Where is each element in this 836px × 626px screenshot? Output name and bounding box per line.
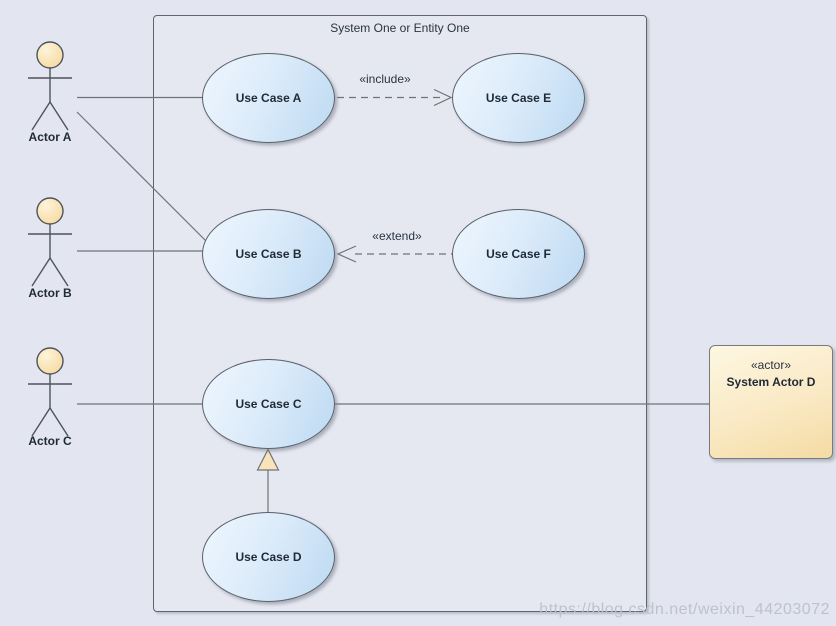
actor-a-leg-icon [31,101,51,131]
actor-a-label: Actor A [28,130,72,144]
actor-c-leg-icon [31,407,51,437]
use-case-b-label: Use Case B [235,247,302,261]
actor-c-figure[interactable] [28,347,72,437]
actor-b-label: Actor B [28,286,72,300]
generalization-use-case-d-use-case-c[interactable] [256,448,280,515]
actor-c-head-icon [36,347,64,375]
system-actor-d-label: System Actor D [726,375,816,389]
system-actor-d-node[interactable]: «actor» System Actor D [709,345,833,459]
extend-arrowhead-icon [336,245,357,263]
use-case-d-label: Use Case D [235,550,302,564]
use-case-d-node[interactable]: Use Case D [202,512,335,602]
actor-a-figure[interactable] [28,41,72,131]
generalization-triangle-icon [256,448,280,471]
system-boundary-title: System One or Entity One [330,21,470,35]
use-case-b-node[interactable]: Use Case B [202,209,335,299]
actor-b-figure[interactable] [28,197,72,287]
actor-a-head-icon [36,41,64,69]
use-case-f-node[interactable]: Use Case F [452,209,585,299]
watermark-url: https://blog.csdn.net/weixin_44203072 [539,601,830,618]
use-case-a-node[interactable]: Use Case A [202,53,335,143]
actor-b-leg-icon [31,257,51,287]
include-stereotype-label: «include» [359,72,411,86]
use-case-c-label: Use Case C [235,397,302,411]
actor-c-leg-icon [49,407,69,437]
use-case-e-node[interactable]: Use Case E [452,53,585,143]
include-arrowhead-icon [433,88,453,107]
extend-dependency-arrow[interactable] [336,245,452,263]
actor-c-label: Actor C [28,434,72,448]
use-case-a-label: Use Case A [235,91,302,105]
actor-b-head-icon [36,197,64,225]
actor-b-leg-icon [49,257,69,287]
use-case-f-label: Use Case F [486,247,551,261]
use-case-e-label: Use Case E [485,91,552,105]
actor-a-leg-icon [49,101,69,131]
extend-stereotype-label: «extend» [372,229,422,243]
association-actor-a-use-case-b[interactable] [76,111,210,245]
system-actor-d-stereotype: «actor» [750,358,792,372]
use-case-c-node[interactable]: Use Case C [202,359,335,449]
include-dependency-arrow[interactable] [337,88,453,107]
